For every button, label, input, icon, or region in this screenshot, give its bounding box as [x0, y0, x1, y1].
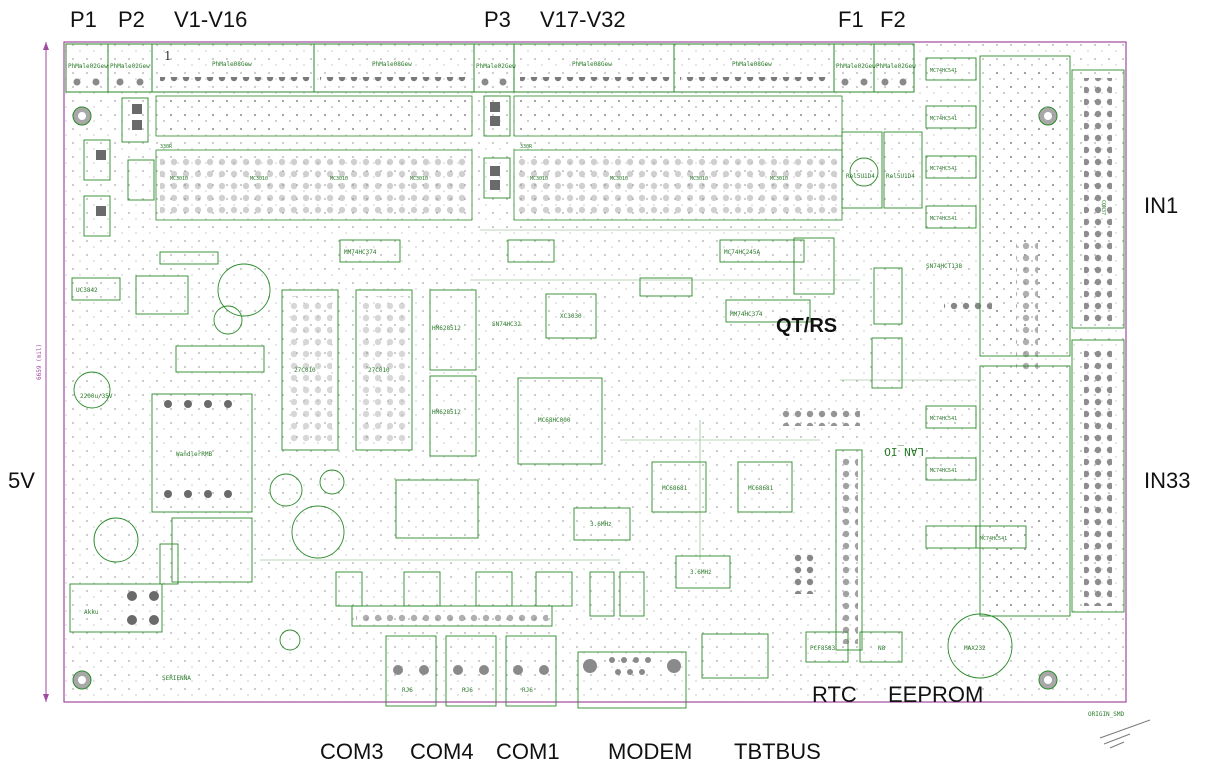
silk-p2: PhMale02Gew [110, 63, 150, 70]
silk-mc74hc245a: MC74HC245A [724, 249, 761, 256]
label-qt-rs: QT/RS [776, 315, 838, 337]
label-p2: P2 [118, 7, 145, 32]
connector-f2 [873, 43, 915, 93]
label-com1: COM1 [496, 739, 560, 764]
silk-lan-io: LAN_IO [884, 445, 924, 458]
silk-sn74hct138: SN74HCT138 [926, 263, 963, 270]
silk-541-g: MC74HC541 [980, 536, 1007, 542]
silk-p3: PhMale02Gew [476, 63, 516, 70]
label-modem: MODEM [608, 739, 693, 764]
silk-541-b: MC74HC541 [930, 116, 957, 122]
silk-clk-b: 3.6MHz [690, 569, 712, 576]
silk-v1: PhMale08Gew [212, 61, 252, 68]
silk-v17: PhMale08Gew [572, 61, 612, 68]
silk-con37: CON37 [1100, 200, 1106, 215]
silk-f1: PhMale02Gew [836, 63, 876, 70]
silk-27c010-b: 27C010 [368, 367, 390, 374]
silk-hm628512-a: HM628512 [432, 325, 461, 332]
sram-2 [429, 375, 477, 457]
label-rtc: RTC [812, 682, 857, 707]
silk-max232: MAX232 [964, 645, 986, 652]
silk-rel5u1d4-a: Rel5U1D4 [846, 173, 875, 180]
label-eeprom: EEPROM [888, 682, 984, 707]
silk-rj6-b: RJ6 [462, 687, 473, 694]
label-com4: COM4 [410, 739, 474, 764]
silk-pin1: 1 [164, 49, 172, 63]
modem-connector [577, 651, 687, 709]
silk-rel5u1d4-b: Rel5U1D4 [886, 173, 915, 180]
silk-v9: PhMale08Gew [372, 61, 412, 68]
label-p1: P1 [70, 7, 97, 32]
wandler-module [151, 393, 253, 513]
silk-pcf8583: PCF8583 [810, 645, 836, 652]
connector-in1 [1071, 69, 1125, 329]
silk-origin: ORIGIN_SMD [1088, 711, 1125, 718]
silk-mm74hc374-b: MM74HC374 [730, 311, 763, 318]
silk-p1: PhMale02Gew [68, 63, 108, 70]
silk-rj6-c: RJ6 [522, 687, 533, 694]
silk-cap: 2200u/35V [80, 393, 113, 400]
dimension-label: 6659 (mil) [36, 344, 43, 380]
silk-sn74hc32: SN74HC32 [492, 321, 521, 328]
connector-in33 [1071, 339, 1125, 613]
silk-541-c: MC74HC541 [930, 166, 957, 172]
sram-1 [429, 289, 477, 371]
silk-541-a: MC74HC541 [930, 68, 957, 74]
label-5v: 5V [8, 468, 35, 493]
label-tbtbus: TBTBUS [734, 739, 821, 764]
com4-jack [445, 635, 497, 707]
silk-rj6-a: RJ6 [402, 687, 413, 694]
silk-serienna: SERIENNA [162, 675, 191, 682]
fpga-xc3030 [545, 293, 597, 339]
label-in1: IN1 [1144, 193, 1179, 218]
com1-jack [505, 635, 557, 707]
silk-541-f: MC74HC541 [930, 468, 957, 474]
label-f1: F1 [838, 7, 864, 32]
silk-mm74hc374-a: MM74HC374 [344, 249, 377, 256]
silk-xc3030: XC3030 [560, 313, 582, 320]
label-f2: F2 [880, 7, 906, 32]
label-v1-v16: V1-V16 [174, 7, 248, 32]
silk-541-e: MC74HC541 [930, 416, 957, 422]
label-in33: IN33 [1144, 468, 1191, 493]
eprom-2 [355, 289, 413, 451]
duart-1 [651, 461, 707, 513]
label-v17-v32: V17-V32 [540, 7, 626, 32]
silk-res-row1: 330R [160, 144, 173, 150]
silk-n8: N8 [878, 645, 886, 652]
duart-2 [737, 461, 793, 513]
silk-wandler: WandlerRMB [176, 451, 213, 458]
silk-mc68681-b: MC68681 [748, 485, 774, 492]
silk-hm628512-b: HM628512 [432, 409, 461, 416]
eprom-1 [281, 289, 339, 451]
silk-clk-a: 3.6MHz [590, 521, 612, 528]
silk-uc3842: UC3842 [76, 287, 98, 294]
silk-akku: Akku [84, 609, 99, 616]
silk-541-d: MC74HC541 [930, 216, 957, 222]
label-com3: COM3 [320, 739, 384, 764]
silk-f2: PhMale02Gew [876, 63, 916, 70]
silk-27c010-a: 27C010 [294, 367, 316, 374]
com3-jack [385, 635, 437, 707]
silk-mc68681-a: MC68681 [662, 485, 688, 492]
silk-v25: PhMale08Gew [732, 61, 772, 68]
silk-mc68hc000: MC68HC000 [538, 417, 571, 424]
cpu-68hc000 [517, 377, 603, 465]
silk-res-row2: 330R [520, 144, 533, 150]
label-p3: P3 [484, 7, 511, 32]
